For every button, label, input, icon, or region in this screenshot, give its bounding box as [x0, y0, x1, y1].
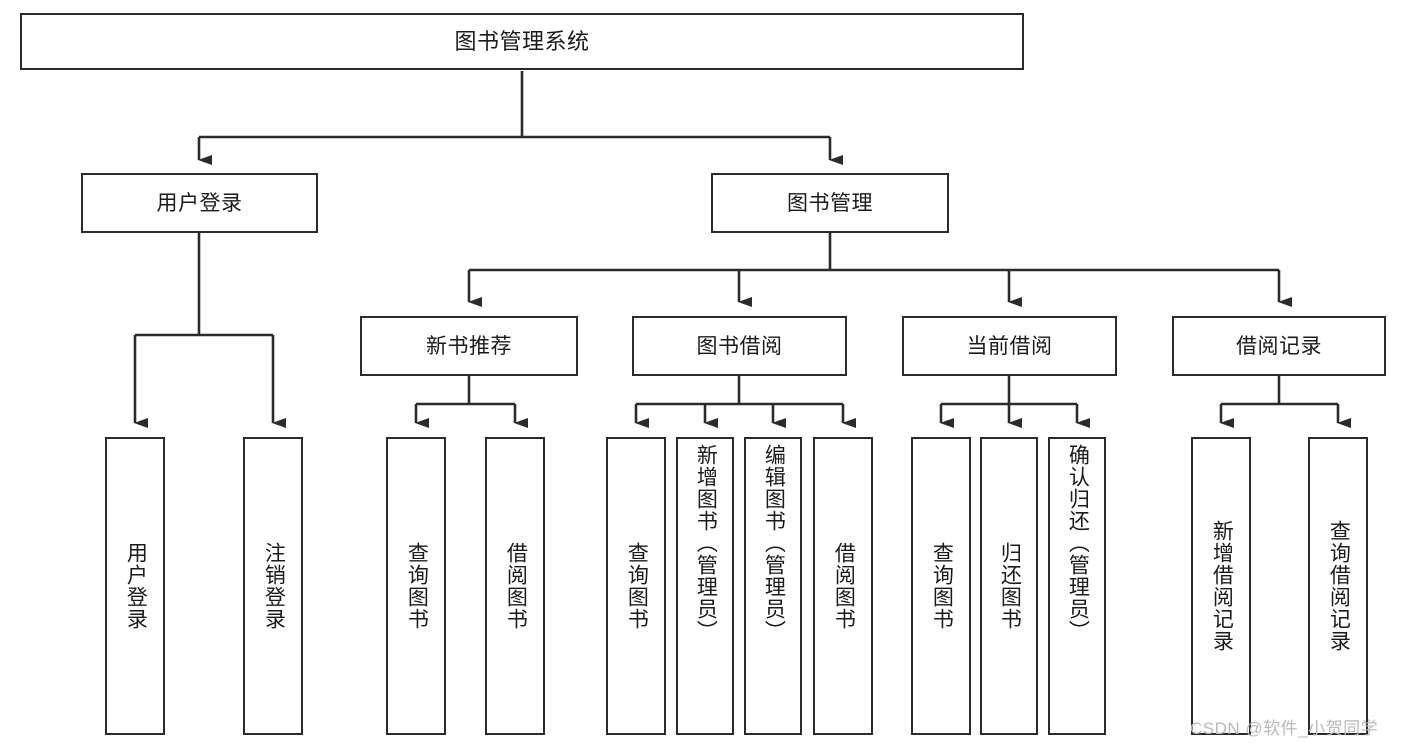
leaf-return-book[interactable]: 归还图书	[980, 437, 1038, 735]
node-label: 图书管理	[787, 191, 873, 215]
leaf-query-book-3[interactable]: 查询图书	[911, 437, 971, 735]
node-label: 确认归还（管理员）	[1066, 444, 1090, 642]
node-book-manage[interactable]: 图书管理	[711, 173, 949, 233]
leaf-query-book-2[interactable]: 查询图书	[606, 437, 666, 735]
leaf-user-login[interactable]: 用户登录	[105, 437, 165, 735]
node-user-login[interactable]: 用户登录	[81, 173, 318, 233]
leaf-borrow-book-2[interactable]: 借阅图书	[813, 437, 873, 735]
node-label: 借阅记录	[1236, 334, 1322, 358]
node-new-book-recommend[interactable]: 新书推荐	[360, 316, 578, 376]
node-root-system[interactable]: 图书管理系统	[20, 13, 1024, 70]
node-label: 新增图书（管理员）	[694, 444, 718, 642]
leaf-query-book-1[interactable]: 查询图书	[386, 437, 446, 735]
node-label: 新增借阅记录	[1210, 520, 1234, 652]
node-label: 归还图书	[998, 542, 1022, 630]
node-label: 借阅图书	[832, 542, 856, 630]
node-borrow-record[interactable]: 借阅记录	[1172, 316, 1386, 376]
leaf-query-record[interactable]: 查询借阅记录	[1308, 437, 1368, 735]
node-label: 新书推荐	[426, 334, 512, 358]
node-label: 图书管理系统	[454, 28, 590, 54]
node-current-borrow[interactable]: 当前借阅	[902, 316, 1117, 376]
leaf-add-book[interactable]: 新增图书（管理员）	[676, 437, 734, 735]
leaf-edit-book[interactable]: 编辑图书（管理员）	[744, 437, 802, 735]
node-label: 用户登录	[156, 191, 243, 215]
leaf-user-logout[interactable]: 注销登录	[243, 437, 303, 735]
leaf-confirm-return[interactable]: 确认归还（管理员）	[1048, 437, 1106, 735]
leaf-add-record[interactable]: 新增借阅记录	[1191, 437, 1251, 735]
node-label: 用户登录	[124, 542, 148, 630]
leaf-borrow-book-1[interactable]: 借阅图书	[485, 437, 545, 735]
watermark: CSDN @软件_小贺同学	[1190, 719, 1379, 738]
node-label: 编辑图书（管理员）	[762, 444, 786, 642]
node-label: 查询借阅记录	[1327, 520, 1351, 652]
node-label: 查询图书	[625, 542, 649, 630]
node-label: 查询图书	[405, 542, 429, 630]
node-book-borrow[interactable]: 图书借阅	[632, 316, 847, 376]
node-label: 注销登录	[262, 542, 286, 630]
node-label: 借阅图书	[504, 542, 528, 630]
node-label: 当前借阅	[966, 334, 1053, 358]
node-label: 图书借阅	[696, 334, 783, 358]
node-label: 查询图书	[930, 542, 954, 630]
